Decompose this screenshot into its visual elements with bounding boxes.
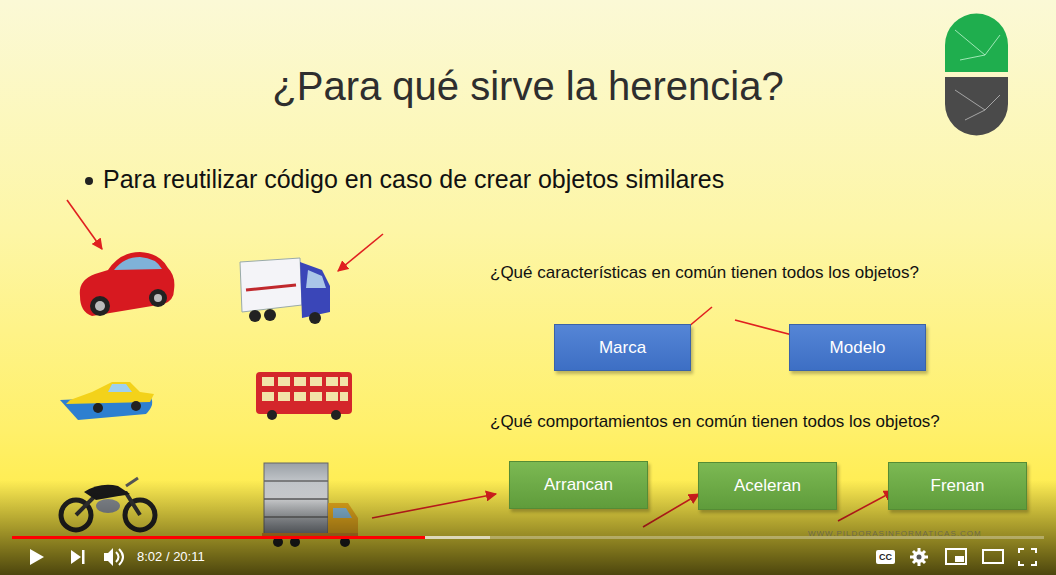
cc-button: CC [876, 550, 895, 564]
box-label: Modelo [830, 338, 886, 358]
bullet-dot [85, 177, 93, 185]
boat-car-illustration [60, 382, 154, 420]
bullet-text: Para reutilizar código en caso de crear … [103, 165, 724, 194]
car-illustration [80, 252, 175, 316]
truck-illustration [240, 258, 330, 324]
video-time: 8:02 / 20:11 [137, 549, 205, 564]
channel-logo [945, 14, 1008, 136]
bus-illustration [256, 372, 352, 420]
box-label: Frenan [931, 476, 985, 496]
question-text: ¿Qué características en común tienen tod… [490, 263, 919, 283]
behavior-box: Arrancan [509, 461, 648, 509]
attribute-box: Modelo [789, 324, 926, 371]
annotation-arrows [67, 200, 894, 527]
player-icons [30, 548, 1036, 566]
attribute-box: Marca [554, 324, 691, 371]
slide-title: ¿Para qué sirve la herencia? [0, 64, 1056, 109]
box-label: Aceleran [734, 476, 801, 496]
watermark: WWW.PILDORASINFORMATICAS.COM [808, 529, 982, 538]
question-text: ¿Qué comportamientos en común tienen tod… [490, 412, 940, 432]
behavior-box: Frenan [888, 462, 1027, 510]
behavior-box: Aceleran [698, 462, 837, 510]
box-label: Arrancan [544, 475, 613, 495]
box-label: Marca [599, 338, 646, 358]
